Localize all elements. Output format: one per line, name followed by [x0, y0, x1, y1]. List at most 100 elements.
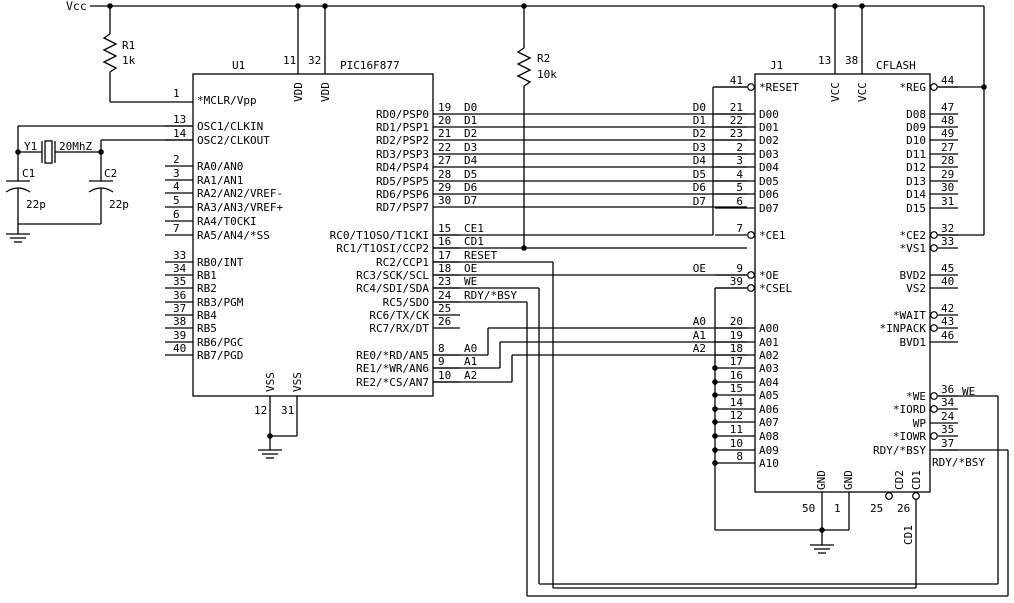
pin-number: 27: [438, 154, 451, 167]
j1-pin: D15 31: [906, 195, 958, 215]
u1-vdd2-label: VDD: [319, 82, 332, 102]
pin-name: *WAIT: [893, 309, 926, 322]
pin-name: *WE: [906, 390, 926, 403]
junction-dots: [15, 3, 987, 533]
net-label: D0: [464, 101, 477, 114]
pin-inversion-circle: [930, 231, 938, 239]
pin-inversion-circle: [930, 392, 938, 400]
pin-name: RC3/SCK/SCL: [356, 269, 429, 282]
j1-left-pins: *RESET41D0021D0D0122D1D0223D2D032D3D043D…: [693, 74, 799, 470]
pin-name: RE0/*RD/AN5: [356, 349, 429, 362]
pin-number: 15: [730, 382, 743, 395]
junction-dot: [859, 3, 865, 9]
net-label: D2: [464, 127, 477, 140]
cd1-net-label: CD1: [902, 525, 915, 545]
junction-dot: [981, 84, 987, 90]
pin-number: 18: [438, 262, 451, 275]
junction-dot: [712, 406, 718, 412]
j1-cd2-label: CD2: [893, 470, 906, 490]
pin-inversion-circle: [930, 405, 938, 413]
pin-inversion-circle: [930, 432, 938, 440]
pin-number: 9: [736, 262, 743, 275]
c2-value: 22p: [109, 198, 129, 211]
pin-number: 36: [173, 289, 186, 302]
capacitor-c1: C1 22p: [5, 152, 46, 224]
pin-name: RC4/SDI/SDA: [356, 282, 429, 295]
pin-name: D04: [759, 161, 779, 174]
pin-name: *IOWR: [893, 430, 926, 443]
pin-name: RB3/PGM: [197, 296, 244, 309]
pin-name: A09: [759, 444, 779, 457]
net-label: D4: [464, 154, 478, 167]
pin-number: 1: [173, 87, 180, 100]
pin-number: 7: [736, 222, 743, 235]
pin-name: RA5/AN4/*SS: [197, 229, 270, 242]
pin-number: 31: [941, 195, 954, 208]
pin-name: D02: [759, 134, 779, 147]
pin-number: 16: [438, 235, 451, 248]
pin-name: RA3/AN3/VREF+: [197, 201, 283, 214]
pin-name: A08: [759, 430, 779, 443]
pin-name: RD3/PSP3: [376, 148, 429, 161]
pin-name: A07: [759, 416, 779, 429]
capacitor-c2: C2 22p: [88, 152, 129, 224]
pin-number: 7: [173, 222, 180, 235]
pin-number: 41: [730, 74, 743, 87]
j1-vcc2-label: VCC: [856, 82, 869, 102]
r1-value: 1k: [122, 54, 136, 67]
pin-name: RD2/PSP2: [376, 134, 429, 147]
junction-dot: [832, 3, 838, 9]
pin-number: 22: [730, 114, 743, 127]
pin-number: 6: [173, 208, 180, 221]
pin-number: 34: [173, 262, 187, 275]
pin-name: D15: [906, 202, 926, 215]
net-label: D3: [693, 141, 706, 154]
pin-number: 28: [438, 168, 451, 181]
pin-number: 49: [941, 127, 954, 140]
u1-vss1-pin: 12: [254, 404, 267, 417]
pin-number: 10: [730, 437, 743, 450]
pin-number: 2: [173, 153, 180, 166]
y1-ref: Y1: [24, 140, 37, 153]
pin-inversion-circle: [930, 244, 938, 252]
pin-number: 35: [173, 275, 186, 288]
u1-vdd2-pin: 32: [308, 54, 321, 67]
pin-name: D00: [759, 108, 779, 121]
j1-gnd1-pin: 50: [802, 502, 815, 515]
pin-name: RD7/PSP7: [376, 201, 429, 214]
pin-number: 22: [438, 141, 451, 154]
j1-gnd1-label: GND: [815, 470, 828, 490]
net-label: D1: [464, 114, 477, 127]
pin-inversion-circle: [747, 231, 755, 239]
pin-name: A10: [759, 457, 779, 470]
net-label: D5: [464, 168, 477, 181]
pin-number: 15: [438, 222, 451, 235]
pin-number: 10: [438, 369, 451, 382]
